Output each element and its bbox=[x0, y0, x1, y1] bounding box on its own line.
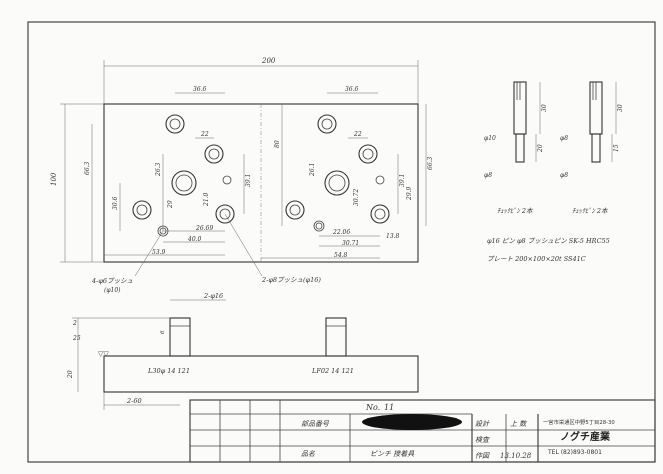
right-bushing-leader bbox=[224, 213, 263, 277]
company-name: ノグチ産業 bbox=[560, 430, 611, 443]
spec-note-2: プレート 200×100×20t SS41C bbox=[487, 255, 586, 263]
surface-finish-icon: ▽▽ bbox=[98, 350, 109, 358]
right-dim-far-right: 66.3 bbox=[427, 156, 434, 170]
left-bushing-sub: (φ10) bbox=[104, 287, 121, 294]
pin-right-height: 30 bbox=[617, 104, 624, 112]
pin-left-height: 30 bbox=[541, 104, 548, 112]
side-top-dim: 2-φ16 bbox=[203, 292, 223, 300]
pin-left-total: 20 bbox=[537, 144, 544, 153]
left-dim-inner-vertical: 66.3 bbox=[84, 161, 91, 175]
left-dim-mid-a: 26.3 bbox=[155, 162, 162, 177]
right-dim-top: 36.6 bbox=[345, 86, 359, 93]
pin-right-label: ﾁｪｯｸﾋﾟﾝ 2本 bbox=[572, 207, 609, 215]
side-bottom-dim: 2-60 bbox=[126, 397, 142, 405]
left-dim-left-vertical: 30.6 bbox=[112, 196, 119, 210]
left-dim-bottom-c: 53.9 bbox=[152, 249, 166, 256]
right-dim-mid-a: 26.1 bbox=[309, 163, 316, 177]
right-dim-bottom-a: 22.06 bbox=[332, 229, 350, 236]
left-bushing-leader bbox=[134, 230, 164, 277]
right-dim-right-vertical: 39.1 bbox=[399, 174, 406, 187]
checker-label: 検査 bbox=[475, 436, 490, 444]
pin-right-dia-bot: φ8 bbox=[560, 172, 568, 179]
pin-right-dia-top: φ8 bbox=[560, 135, 568, 142]
right-dim-bottom-b: 13.8 bbox=[386, 233, 400, 240]
right-dim-height: 80 bbox=[274, 140, 281, 148]
designer-label: 設計 bbox=[475, 420, 490, 428]
company-tel: TEL (82)893-0801 bbox=[547, 449, 602, 456]
side-view: 2-φ16 2 25 20 6 ▽▽ 2-60 L30φ 14 121 LF02… bbox=[67, 292, 419, 410]
left-dim-bottom-b: 40.0 bbox=[187, 236, 202, 243]
check-pin-right: 30 15 φ8 φ8 ﾁｪｯｸﾋﾟﾝ 2本 bbox=[560, 81, 624, 215]
company-address: 一宮市栄通区中野5丁目28-30 bbox=[543, 418, 615, 426]
drawing-number-label: No. bbox=[365, 403, 380, 412]
date-label: 作図 bbox=[475, 452, 490, 460]
side-pin-height: 6 bbox=[160, 330, 166, 334]
left-bushing-callout: 4-φ6ブッシュ bbox=[91, 277, 133, 285]
side-left-dim-a: 2 bbox=[72, 320, 77, 327]
check-pin-left: 30 20 φ10 φ8 ﾁｪｯｸﾋﾟﾝ 2本 bbox=[484, 81, 548, 215]
pin-left-dia-top: φ10 bbox=[484, 135, 496, 142]
right-bushing-callout: 2-φ8ブッシュ(φ16) bbox=[261, 276, 321, 284]
pin-left-dia-bot: φ8 bbox=[484, 172, 492, 179]
left-dim-bottom-a: 26.69 bbox=[195, 225, 213, 232]
designer-value: 上 数 bbox=[510, 420, 527, 428]
left-plate: 36.6 22 66.3 30.6 26.3 29 21.0 39.1 26.6… bbox=[84, 86, 252, 262]
left-dim-mid-b: 29 bbox=[167, 200, 174, 209]
date-value: 13.10.28 bbox=[500, 452, 532, 460]
title-block: No. 11 部品番号 品名 ピンチ 接着具 設計 上 数 検査 作図 13.1… bbox=[189, 399, 656, 463]
part-number-label: 部品番号 bbox=[301, 420, 330, 428]
right-dim-mid-b: 30.72 bbox=[353, 189, 360, 206]
drawing-number-value: 11 bbox=[384, 403, 394, 412]
left-dim-top: 36.6 bbox=[193, 86, 207, 93]
left-dim-upper-gap: 22 bbox=[200, 131, 209, 138]
spec-note-1: φ16 ピン φ8 ブッシュピン SK-5 HRC55 bbox=[487, 237, 610, 245]
left-dim-right-vertical: 39.1 bbox=[245, 174, 252, 187]
hole bbox=[165, 114, 185, 134]
part-name-value: ピンチ 接着具 bbox=[370, 450, 415, 458]
side-right-label: LF02 14 121 bbox=[311, 367, 354, 375]
side-left-label: L30φ 14 121 bbox=[147, 367, 190, 375]
pin-left-label: ﾁｪｯｸﾋﾟﾝ 2本 bbox=[497, 207, 534, 215]
right-dim-bottom-c: 30.71 bbox=[342, 240, 359, 247]
overall-height-label: 100 bbox=[50, 172, 58, 186]
side-left-dim-b: 25 bbox=[72, 335, 81, 342]
pin-right-total: 15 bbox=[613, 144, 620, 152]
left-dim-mid-c: 21.0 bbox=[203, 192, 210, 207]
part-name-label: 品名 bbox=[301, 450, 316, 458]
side-thickness: 20 bbox=[67, 370, 74, 379]
overall-width-label: 200 bbox=[261, 57, 276, 65]
redacted-part-number bbox=[362, 414, 462, 430]
right-dim-upper-gap: 22 bbox=[353, 131, 362, 138]
right-dim-bottom-d: 54.8 bbox=[334, 252, 348, 259]
right-dim-outer-vertical: 29.9 bbox=[406, 186, 413, 201]
right-plate: 36.6 22 80 26.1 30.72 39.1 66.3 29.9 22.… bbox=[261, 86, 434, 259]
